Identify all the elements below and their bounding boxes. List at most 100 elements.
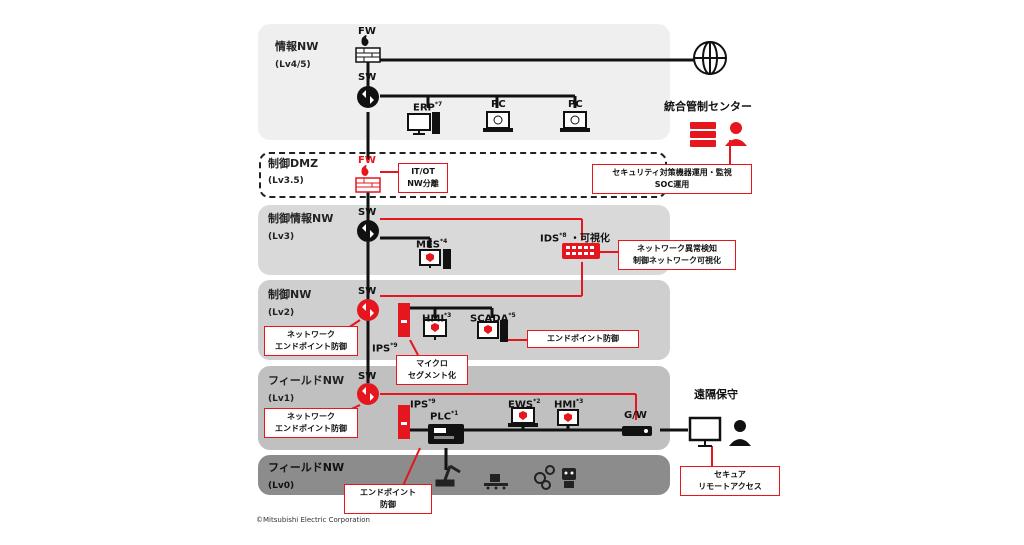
callout-line-2: 防御: [380, 500, 396, 509]
zone-level: (Lv3.5): [268, 176, 304, 186]
hmi-l2-note: *3: [444, 312, 452, 319]
ips-l2-name: IPS: [372, 343, 391, 355]
callout-line-1: ネットワーク異常検知: [637, 244, 717, 253]
callout-line-1: エンドポイント: [360, 488, 416, 497]
firewall-icon-dmz: [355, 165, 381, 193]
zone-label-control: 制御NW (Lv2): [268, 288, 311, 320]
erp-note: *7: [434, 101, 443, 108]
ips-l2-label: IPS*9: [372, 340, 398, 355]
zone-level: (Lv2): [268, 308, 295, 318]
zone-name: 制御NW: [268, 288, 312, 301]
plc-name: PLC: [430, 411, 452, 423]
hmi-l1-name: HMI: [554, 399, 577, 411]
callout-line-2: リモートアクセス: [698, 482, 762, 491]
plc-note: *1: [451, 410, 459, 417]
pc1-label: PC: [491, 99, 506, 110]
red-links: [344, 140, 731, 489]
callout-line-1: マイクロ: [416, 359, 448, 368]
zone-label-field-lv1: フィールドNW (Lv1): [268, 374, 344, 406]
ews-note: *2: [533, 398, 541, 405]
erp-label: ERP*7: [413, 99, 442, 114]
zone-label-dmz: 制御DMZ (Lv3.5): [268, 157, 318, 188]
hmi-terminal-icon-l1: [557, 409, 579, 426]
sw-field-label: SW: [358, 371, 377, 382]
operator-icon: [725, 122, 747, 146]
server-rack-icon: [690, 122, 716, 147]
zone-name: フィールドNW: [268, 374, 345, 387]
robot-icon: [562, 468, 576, 488]
scada-note: *5: [508, 312, 516, 319]
ips-appliance-icon-l1: [398, 405, 410, 439]
callout-line-1: ネットワーク: [287, 412, 335, 421]
callout-line-1: ネットワーク: [287, 330, 335, 339]
fw-dmz-label: FW: [358, 155, 376, 166]
ews-laptop-icon: [508, 407, 538, 427]
sw-info-label: SW: [358, 72, 377, 83]
ips-appliance-icon-l2: [398, 303, 410, 337]
callout-line-2: 制御ネットワーク可視化: [633, 256, 721, 265]
zone-level: (Lv0): [268, 481, 295, 491]
zone-name: フィールドNW: [268, 461, 345, 474]
plc-icon: [428, 424, 464, 444]
ids-label: IDS*8 ・可視化: [540, 230, 610, 245]
black-links: [366, 58, 695, 470]
zone-name: 制御情報NW: [268, 212, 334, 225]
callout-line-2: エンドポイント防御: [275, 342, 347, 351]
callout-line-2: NW分離: [407, 179, 439, 188]
erp-terminal-icon: [407, 112, 440, 135]
plc-label: PLC*1: [430, 408, 458, 423]
laptop-icon-2: [560, 111, 590, 132]
ids-note: *8: [559, 232, 567, 239]
zone-info-nw: [258, 24, 670, 140]
sw-control-info-label: SW: [358, 207, 377, 218]
mes-name: MES: [416, 239, 440, 251]
ids-appliance-icon: [562, 243, 600, 259]
gateway-icon: [622, 426, 652, 436]
conveyor-icon: [484, 474, 508, 490]
soc-center-label: 統合管制センター: [664, 100, 752, 113]
zone-control-info-nw: [258, 205, 670, 275]
pc2-label: PC: [568, 99, 583, 110]
zone-level: (Lv3): [268, 232, 295, 242]
mes-label: MES*4: [416, 236, 447, 251]
robot-arm-icon: [435, 464, 461, 487]
firewall-icon-top: [355, 35, 381, 63]
ips-l2-note: *9: [390, 342, 398, 349]
callout-secure-remote-access: セキュア リモートアクセス: [680, 466, 780, 496]
callout-line-1: セキュリティ対策機器運用・監視: [612, 168, 732, 177]
scada-label: SCADA*5: [470, 310, 516, 325]
ews-label: EWS*2: [508, 396, 540, 411]
mes-terminal-icon: [419, 249, 451, 269]
gw-label: G/W: [624, 410, 647, 421]
callout-soc-operations: セキュリティ対策機器運用・監視 SOC運用: [592, 164, 752, 194]
copyright-text: ©Mitsubishi Electric Corporation: [256, 516, 370, 524]
gears-icon: [534, 465, 555, 490]
mes-note: *4: [439, 238, 448, 245]
callout-it-ot-separation: IT/OT NW分離: [398, 163, 448, 193]
switch-icon-field: [357, 383, 379, 405]
callout-line-2: セグメント化: [408, 371, 456, 380]
ips-l1-name: IPS: [410, 399, 429, 411]
callout-endpoint-defense-l1: ネットワーク エンドポイント防御: [264, 408, 358, 438]
zone-level: (Lv1): [268, 394, 295, 404]
switch-icon-control-info: [357, 220, 379, 242]
hmi-l2-name: HMI: [422, 313, 445, 325]
remote-maintenance-label: 遠隔保守: [694, 388, 738, 401]
hmi-l1-note: *3: [576, 398, 584, 405]
zone-name: 情報NW: [275, 40, 319, 53]
zone-level: (Lv4/5): [275, 60, 311, 70]
ews-name: EWS: [508, 399, 534, 411]
scada-terminal-icon: [477, 320, 508, 342]
remote-monitor-icon: [688, 416, 722, 447]
ips-l1-note: *9: [428, 398, 436, 405]
fw-top-label: FW: [358, 26, 376, 37]
callout-endpoint-defense-plc: エンドポイント 防御: [344, 484, 432, 514]
ids-suffix: ・可視化: [570, 233, 611, 245]
callout-line-1: IT/OT: [411, 167, 435, 176]
sw-control-label: SW: [358, 286, 377, 297]
switch-icon-control: [357, 299, 379, 321]
callout-anomaly-detection: ネットワーク異常検知 制御ネットワーク可視化: [618, 240, 736, 270]
switch-icon-info: [357, 86, 379, 108]
ips-l1-label: IPS*9: [410, 396, 436, 411]
